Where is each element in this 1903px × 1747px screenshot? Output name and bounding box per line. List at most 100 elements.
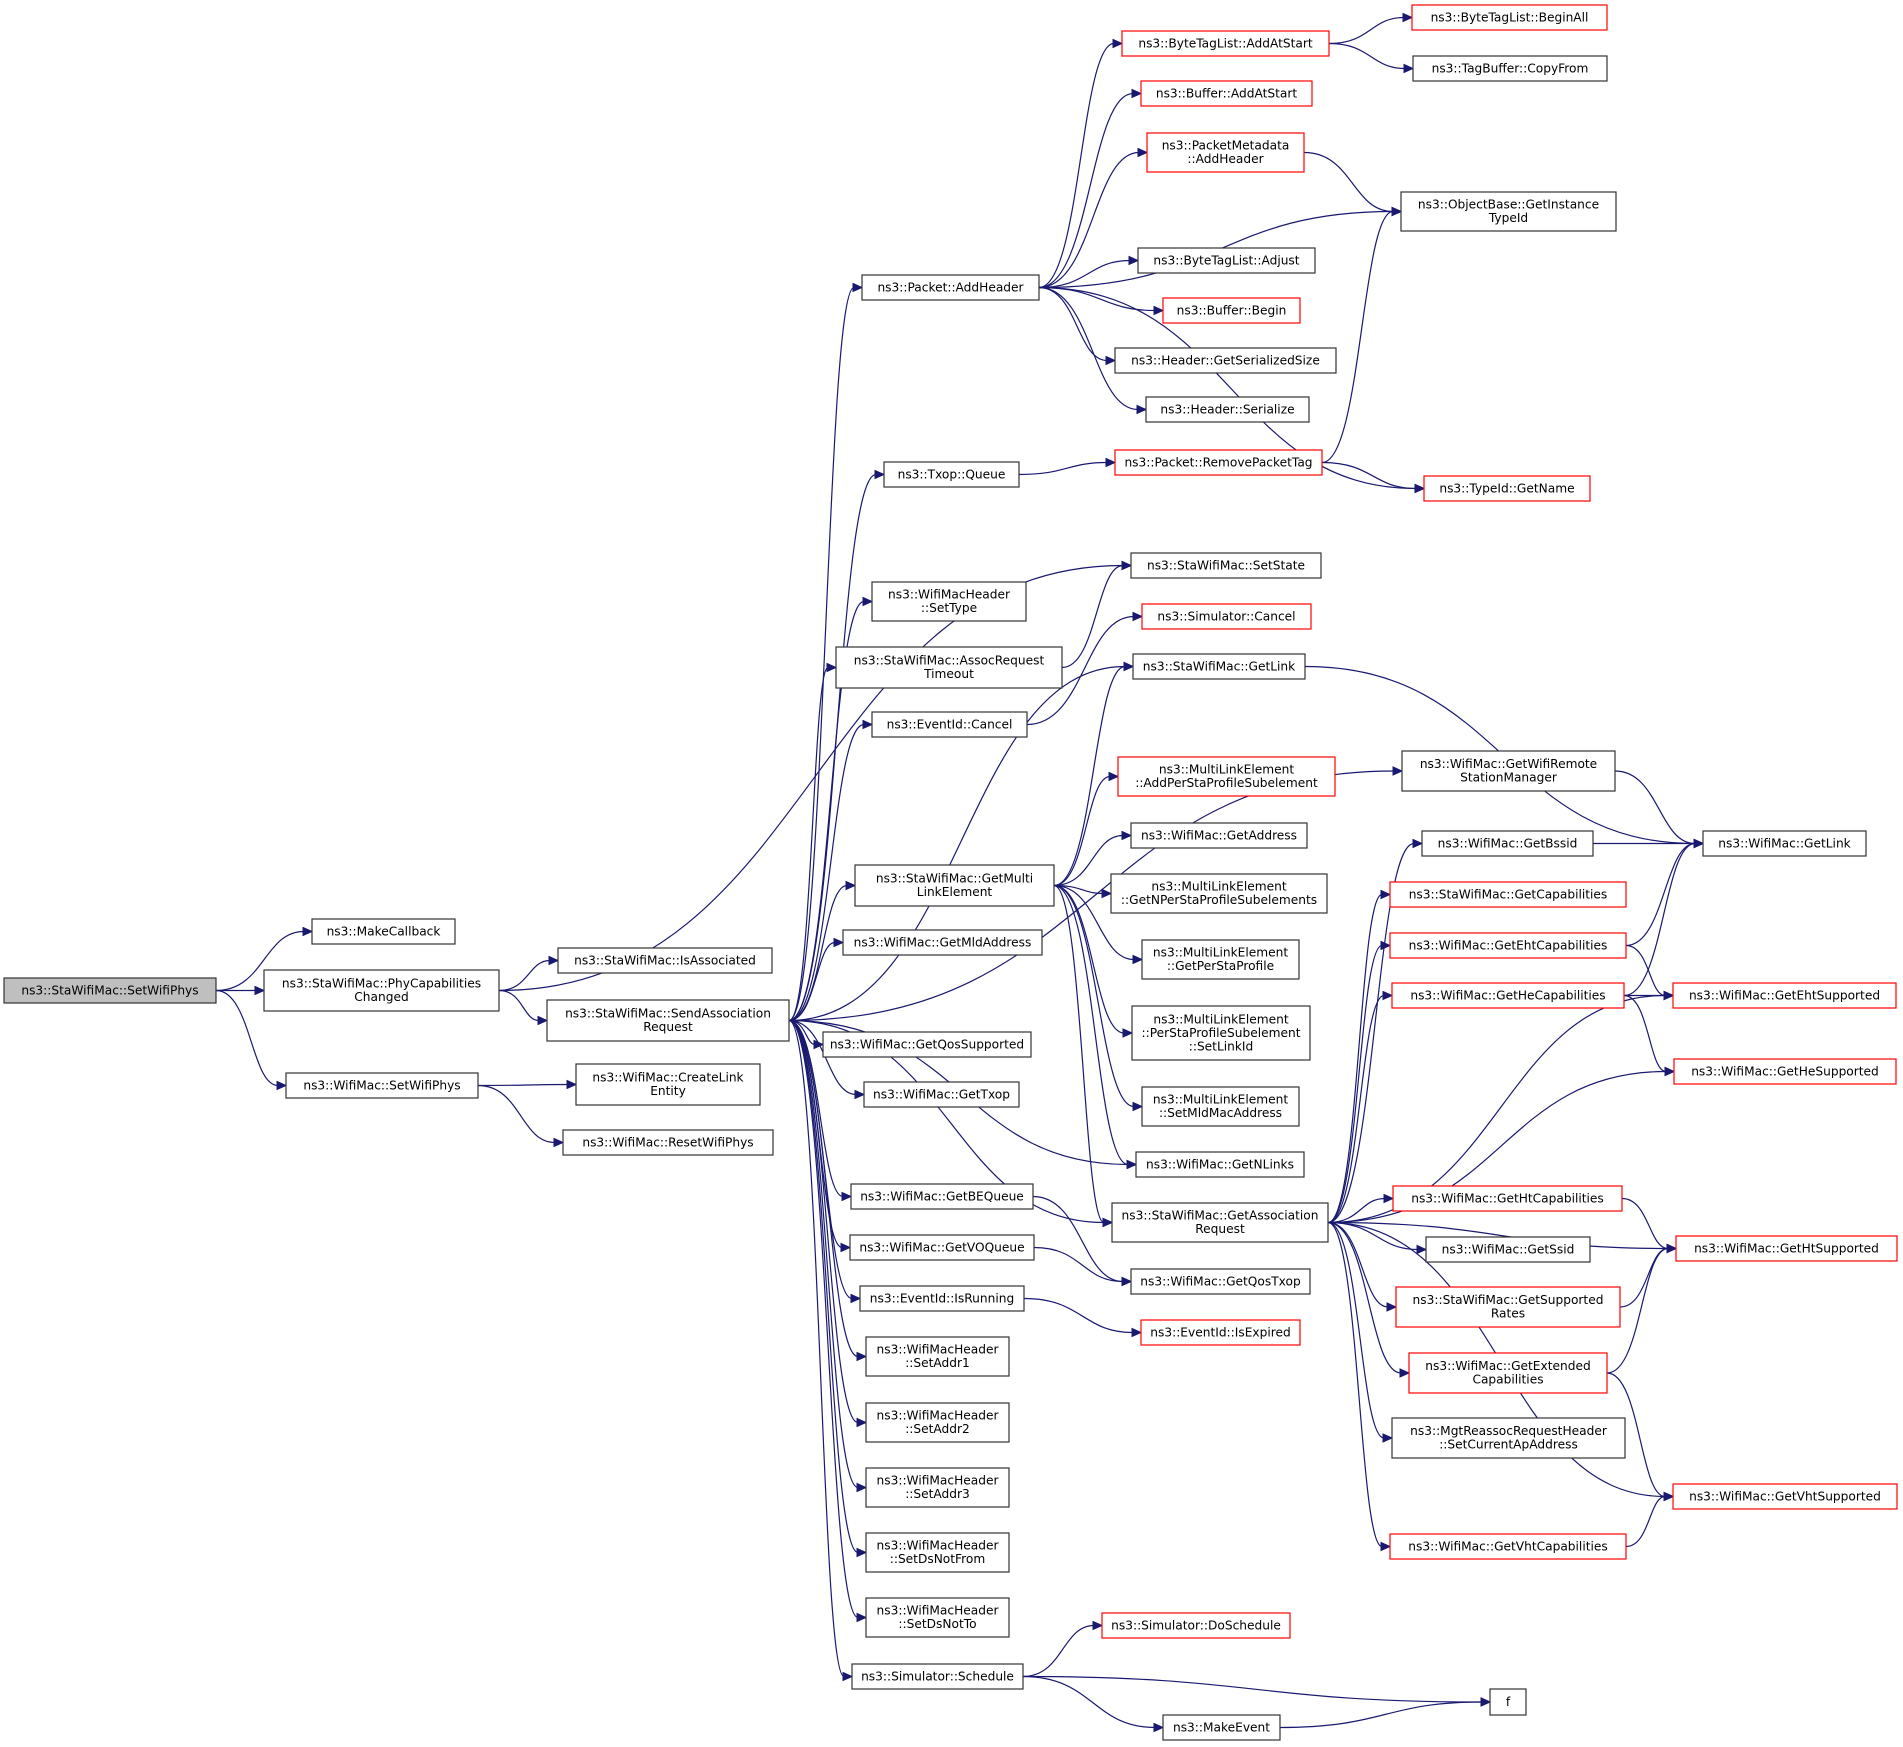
arrowhead-icon [874,469,886,480]
node-gethtcaps[interactable]: ns3::WifiMac::GetHtCapabilities [1392,1185,1623,1212]
node-resetwifiphys[interactable]: ns3::WifiMac::ResetWifiPhys [562,1129,774,1156]
node-getvhtcaps[interactable]: ns3::WifiMac::GetVhtCapabilities [1389,1533,1627,1560]
node-buf_addatstart[interactable]: ns3::Buffer::AddAtStart [1140,80,1313,107]
arrowhead-icon [833,937,845,948]
node-label: ns3::Buffer::AddAtStart [1156,86,1298,100]
node-label: ns3::WifiMac::GetVOQueue [859,1240,1024,1254]
node-box [1121,30,1330,57]
node-getaddress[interactable]: ns3::WifiMac::GetAddress [1130,822,1308,849]
node-pm_addheader[interactable]: ns3::PacketMetadata::AddHeader [1146,132,1305,173]
node-box [1412,55,1608,82]
node-buf_begin[interactable]: ns3::Buffer::Begin [1162,297,1301,324]
arrowhead-icon [862,719,874,730]
arrowhead-icon [1399,1368,1411,1378]
node-sta_getcaps[interactable]: ns3::StaWifiMac::GetCapabilities [1389,881,1627,908]
edge-line [1625,944,1666,997]
arrowhead-icon [1136,404,1148,415]
node-mle_getpersta[interactable]: ns3::MultiLinkElement::GetPerStaProfile [1141,939,1300,980]
node-settype[interactable]: ns3::WifiMacHeader::SetType [871,581,1027,622]
node-gettxop[interactable]: ns3::WifiMac::GetTxop [863,1081,1020,1108]
node-removepackettag[interactable]: ns3::Packet::RemovePacketTag [1114,449,1323,476]
edge-line [1053,884,1135,961]
node-setcurrentap[interactable]: ns3::MgtReassocRequestHeader::SetCurrent… [1391,1417,1626,1459]
node-getbequeue[interactable]: ns3::WifiMac::GetBEQueue [850,1183,1034,1210]
node-setdsnotto[interactable]: ns3::WifiMacHeader::SetDsNotTo [865,1597,1010,1638]
node-setaddr2[interactable]: ns3::WifiMacHeader::SetAddr2 [865,1402,1010,1443]
node-getqossupported[interactable]: ns3::WifiMac::GetQosSupported [822,1031,1032,1058]
node-box [1400,191,1617,232]
node-wm_setwifiphys[interactable]: ns3::WifiMac::SetWifiPhys [285,1072,479,1099]
node-box [859,1285,1025,1312]
node-txop_queue[interactable]: ns3::Txop::Queue [883,461,1020,488]
node-getwifiremote[interactable]: ns3::WifiMac::GetWifiRemoteStationManage… [1401,750,1616,792]
node-mle_getnpersta[interactable]: ns3::MultiLinkElement::GetNPerStaProfile… [1110,873,1328,914]
node-wm_getlink[interactable]: ns3::WifiMac::GetLink [1702,830,1867,857]
node-setaddr3[interactable]: ns3::WifiMacHeader::SetAddr3 [865,1467,1010,1508]
node-getnlinks[interactable]: ns3::WifiMac::GetNLinks [1135,1151,1305,1178]
node-gethesupported[interactable]: ns3::WifiMac::GetHeSupported [1673,1058,1897,1085]
node-setaddr1[interactable]: ns3::WifiMacHeader::SetAddr1 [865,1336,1010,1377]
node-btl_addatstart[interactable]: ns3::ByteTagList::AddAtStart [1121,30,1330,57]
node-isexpired[interactable]: ns3::EventId::IsExpired [1140,1319,1301,1346]
node-btl_adjust[interactable]: ns3::ByteTagList::Adjust [1137,247,1316,274]
node-mle_setmld[interactable]: ns3::MultiLinkElement::SetMldMacAddress [1141,1086,1300,1127]
node-setdsnotfrom[interactable]: ns3::WifiMacHeader::SetDsNotFrom [865,1532,1010,1573]
node-label: ns3::WifiMacHeader [877,1343,1000,1357]
node-hdr_serialize[interactable]: ns3::Header::Serialize [1145,396,1310,423]
node-getehtsupported[interactable]: ns3::WifiMac::GetEhtSupported [1672,982,1897,1009]
node-getmldaddress[interactable]: ns3::WifiMac::GetMldAddress [842,929,1043,956]
edge-line [1053,665,1126,887]
node-box [1145,396,1310,423]
node-mle_setlinkid[interactable]: ns3::MultiLinkElement::PerStaProfileSube… [1131,1005,1311,1061]
edge-line [1327,1197,1386,1224]
node-getehtcaps[interactable]: ns3::WifiMac::GetEhtCapabilities [1389,932,1627,959]
node-f[interactable]: f [1489,1688,1527,1716]
node-label: Request [643,1020,693,1034]
node-setstate[interactable]: ns3::StaWifiMac::SetState [1130,552,1322,579]
node-isassociated[interactable]: ns3::StaWifiMac::IsAssociated [557,947,773,974]
node-getssid[interactable]: ns3::WifiMac::GetSsid [1425,1236,1591,1263]
arrowhead-icon [1123,661,1135,672]
node-makecallback[interactable]: ns3::MakeCallback [311,918,456,945]
node-box [1675,1235,1898,1262]
node-root[interactable]: ns3::StaWifiMac::SetWifiPhys [3,977,217,1004]
node-tagbuf_copyfrom[interactable]: ns3::TagBuffer::CopyFrom [1412,55,1608,82]
edge-line [1327,1221,1385,1439]
edge-line [1614,770,1696,845]
node-typeid_getname[interactable]: ns3::TypeId::GetName [1423,475,1591,502]
node-sta_getlink[interactable]: ns3::StaWifiMac::GetLink [1132,653,1306,680]
node-mle_addpersta[interactable]: ns3::MultiLinkElement::AddPerStaProfileS… [1117,756,1336,797]
node-eventid_cancel[interactable]: ns3::EventId::Cancel [871,711,1028,738]
node-doschedule[interactable]: ns3::Simulator::DoSchedule [1101,1612,1291,1639]
node-label: ns3::WifiMac::GetHeCapabilities [1410,988,1605,1002]
node-gethtsupported[interactable]: ns3::WifiMac::GetHtSupported [1675,1235,1898,1262]
node-getvhtsupported[interactable]: ns3::WifiMac::GetVhtSupported [1672,1483,1898,1510]
edge-line [788,665,1126,1022]
node-box [1421,830,1594,857]
node-isrunning[interactable]: ns3::EventId::IsRunning [859,1285,1025,1312]
node-makeevent[interactable]: ns3::MakeEvent [1162,1714,1281,1741]
node-hdr_getsersize[interactable]: ns3::Header::GetSerializedSize [1114,347,1337,374]
node-label: ns3::WifiMac::GetVhtSupported [1689,1489,1881,1503]
node-box [1114,449,1323,476]
node-btl_beginall[interactable]: ns3::ByteTagList::BeginAll [1411,4,1608,31]
node-label: ns3::StaWifiMac::AssocRequest [854,654,1045,668]
arrowhead-icon [537,1015,549,1026]
node-getvoqueue[interactable]: ns3::WifiMac::GetVOQueue [849,1234,1035,1261]
node-sim_cancel[interactable]: ns3::Simulator::Cancel [1141,603,1312,630]
node-getqostxop[interactable]: ns3::WifiMac::GetQosTxop [1130,1268,1311,1295]
node-getbssid[interactable]: ns3::WifiMac::GetBssid [1421,830,1594,857]
node-pkt_addheader[interactable]: ns3::Packet::AddHeader [861,274,1040,301]
node-sim_schedule[interactable]: ns3::Simulator::Schedule [851,1663,1024,1690]
arrowhead-icon [850,1293,862,1304]
node-gethecaps[interactable]: ns3::WifiMac::GetHeCapabilities [1391,982,1625,1009]
